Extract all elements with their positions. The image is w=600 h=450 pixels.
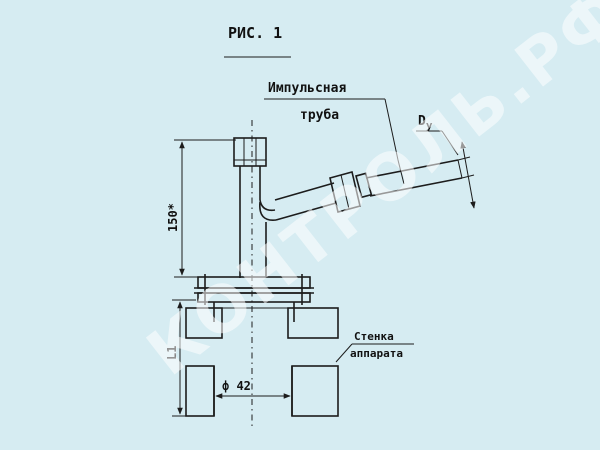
top-nut [233,137,267,167]
nominal-diameter-label: Dy [418,114,433,132]
height-dim-value: 150* [166,203,180,232]
vessel-wall-label-line2: аппарата [350,347,403,360]
union-nut-face [340,174,350,210]
nominal-diameter-leader [441,130,459,156]
bore-diameter-value: ф 42 [222,379,251,393]
dy-dim-line [460,141,476,209]
impulse-pipe-label-line2: труба [300,108,339,123]
wall-thickness-value: L1 [165,346,179,360]
branch-pipe-top [274,182,335,201]
impulse-pipe-bottom [369,177,463,197]
branch-pipe-bottom [275,202,337,221]
vessel-wall-lower-right [291,365,339,417]
vessel-wall-leader [335,343,353,363]
impulse-pipe-label-line1: Импульсная [268,81,346,96]
vessel-wall-label-line1: Стенка [354,330,394,343]
impulse-pipe-leader [384,98,405,185]
union-collar [355,172,373,199]
tube-bend-outer [259,201,277,221]
tube-bend-inner [259,199,276,212]
union-nut [329,171,361,213]
figure-title: РИС. 1 [228,24,282,42]
impulse-pipe-top [365,159,459,179]
vessel-wall-upper-right [287,307,339,339]
lower-flange [197,292,311,303]
